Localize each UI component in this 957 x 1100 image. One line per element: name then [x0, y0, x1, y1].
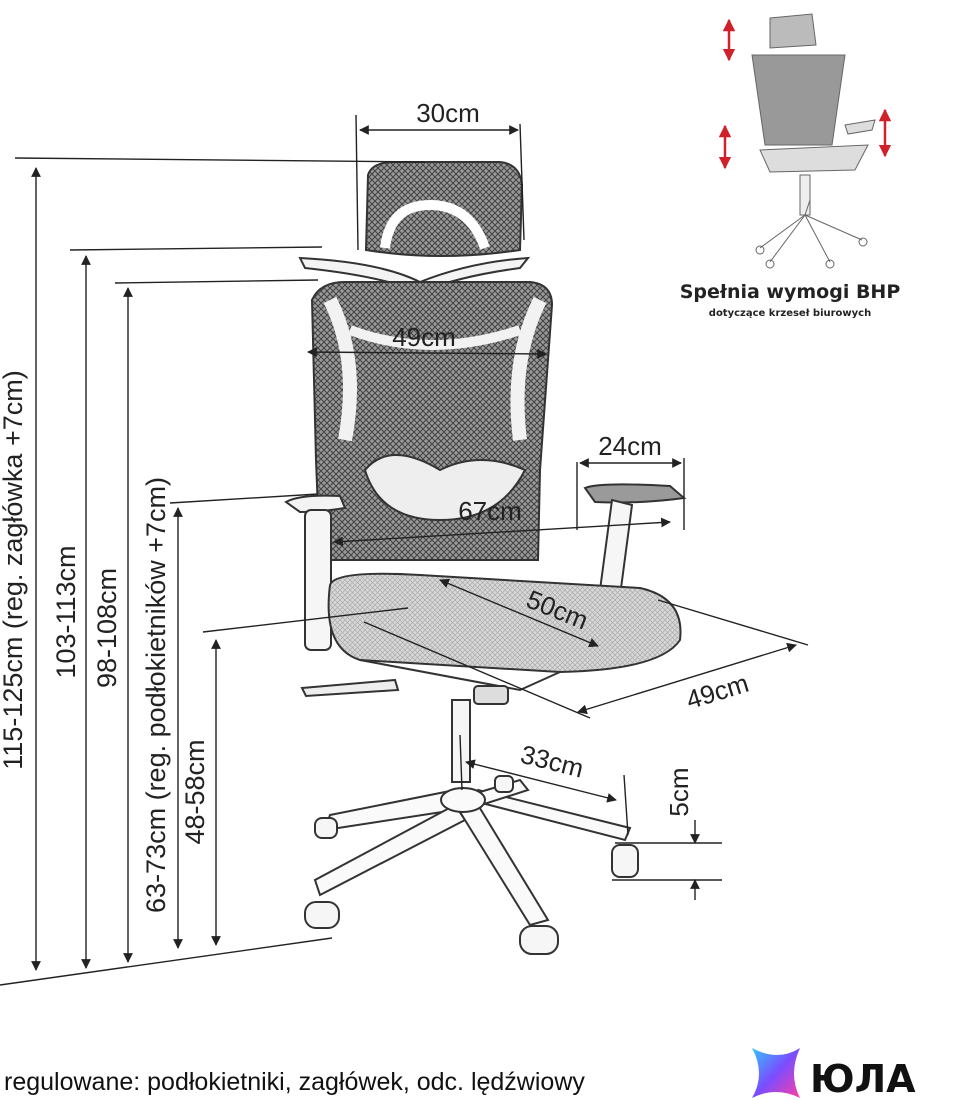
- base-radius-label: 33cm: [518, 739, 587, 783]
- seat-width-label: 49cm: [683, 668, 753, 715]
- armrest-height-label: 63-73cm (reg. podłokietników +7cm): [141, 477, 171, 913]
- brand-name: ЮЛА: [810, 1057, 916, 1100]
- backrest-height-label: 98-108cm: [92, 568, 122, 688]
- five-star-base: [313, 778, 632, 927]
- backrest-width-label: 49cm: [392, 322, 456, 352]
- seat-mechanism: [359, 659, 561, 692]
- total-width-label: 67cm: [458, 496, 522, 526]
- dimension-lines: [0, 114, 809, 986]
- headrest-height-label: 103-113cm: [51, 545, 81, 678]
- seat-height-label: 48-58cm: [180, 739, 210, 844]
- lumbar-support: [363, 454, 527, 522]
- bhp-thumbnail: [751, 13, 876, 269]
- chair-illustration: [284, 161, 687, 955]
- caster-height-label: 5cm: [664, 767, 694, 816]
- armrest-depth-label: 24cm: [598, 431, 662, 461]
- seat: [327, 572, 682, 674]
- headrest-width-label: 30cm: [416, 98, 480, 128]
- right-armrest: [583, 483, 687, 504]
- star-logo-icon: [752, 1048, 800, 1098]
- total-height-label: 115-125cm (reg. zagłówka +7cm): [0, 370, 28, 769]
- bhp-title: Spełnia wymogi BHP: [680, 281, 901, 303]
- brand-logo: ЮЛА: [752, 1048, 916, 1100]
- bhp-subtitle: dotyczące krzeseł biurowych: [709, 308, 871, 319]
- features-text: regulowane: podłokietniki, zagłówek, odc…: [4, 1068, 585, 1096]
- adjustment-arrows-icon: [718, 18, 892, 170]
